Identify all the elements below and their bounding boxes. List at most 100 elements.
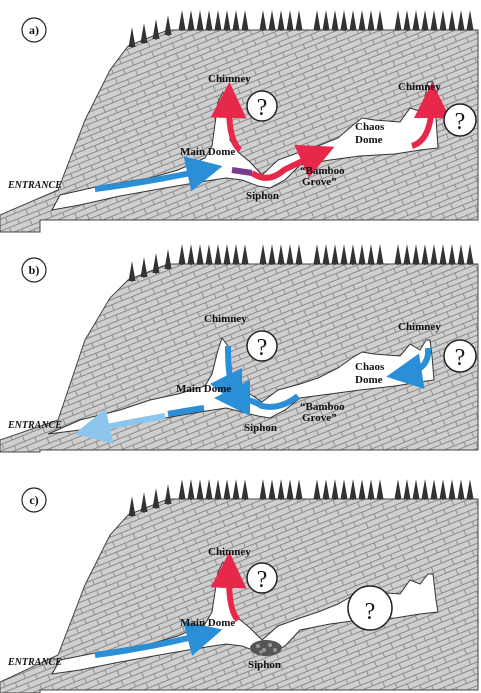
- tree-icon: [395, 244, 402, 265]
- question-mark: ?: [257, 567, 268, 593]
- tree-icon: [296, 244, 303, 265]
- tree-icon: [188, 10, 195, 31]
- tree-icon: [440, 479, 447, 500]
- tree-icon: [141, 257, 148, 278]
- chimney-label-right: Chimney: [398, 321, 441, 333]
- tree-icon: [368, 479, 375, 500]
- tree-icon: [242, 479, 249, 500]
- entrance-label: ENTRANCE: [7, 657, 62, 668]
- tree-icon: [215, 244, 222, 265]
- tree-icon: [323, 244, 330, 265]
- tree-icon: [341, 10, 348, 31]
- tree-icon: [314, 10, 321, 31]
- tree-icon: [359, 479, 366, 500]
- chaos-dome-label-1: Chaos: [355, 361, 385, 373]
- tree-icon: [377, 244, 384, 265]
- tree-icon: [179, 479, 186, 500]
- tree-icon: [242, 244, 249, 265]
- tree-icon: [224, 479, 231, 500]
- tree-icon: [215, 10, 222, 31]
- tree-icon: [449, 244, 456, 265]
- tree-icon: [431, 10, 438, 31]
- tree-icon: [440, 244, 447, 265]
- tree-icon: [467, 244, 474, 265]
- tree-icon: [141, 492, 148, 513]
- question-mark: ?: [257, 95, 268, 121]
- tree-icon: [260, 10, 267, 31]
- panel-c: ? ? c) Chimney Main Dome Siphon ENTRANCE: [0, 479, 478, 693]
- siphon-sediment: [250, 640, 282, 656]
- tree-icon: [233, 244, 240, 265]
- tree-icon: [153, 253, 160, 274]
- main-dome-label: Main Dome: [180, 617, 235, 629]
- tree-icon: [278, 10, 285, 31]
- question-mark: ?: [455, 345, 466, 371]
- tree-icon: [129, 27, 136, 48]
- tree-icon: [341, 244, 348, 265]
- tree-icon: [404, 244, 411, 265]
- tree-icon: [377, 479, 384, 500]
- tree-icon: [197, 479, 204, 500]
- main-dome-label: Main Dome: [180, 146, 235, 158]
- siphon-label: Siphon: [244, 422, 277, 434]
- tree-icon: [206, 479, 213, 500]
- tree-icon: [413, 244, 420, 265]
- chimney-label-left: Chimney: [208, 546, 251, 558]
- tree-icon: [368, 10, 375, 31]
- tree-icon: [287, 10, 294, 31]
- tree-icon: [350, 244, 357, 265]
- tree-icon: [458, 479, 465, 500]
- tree-icon: [287, 479, 294, 500]
- siphon-label: Siphon: [246, 190, 279, 202]
- tree-icon: [179, 244, 186, 265]
- tree-icon: [296, 10, 303, 31]
- tree-icon: [224, 10, 231, 31]
- tree-icon: [233, 479, 240, 500]
- tree-icon: [278, 479, 285, 500]
- tree-icon: [269, 10, 276, 31]
- tree-icon: [179, 10, 186, 31]
- panel-label: b): [29, 263, 40, 277]
- tree-icon: [323, 10, 330, 31]
- panel-label: a): [29, 23, 39, 37]
- tree-icon: [431, 244, 438, 265]
- tree-icon: [260, 244, 267, 265]
- tree-icon: [395, 10, 402, 31]
- entrance-label: ENTRANCE: [7, 420, 62, 431]
- siphon-label: Siphon: [248, 659, 281, 671]
- tree-icon: [129, 496, 136, 517]
- tree-icon: [458, 244, 465, 265]
- tree-icon: [165, 484, 172, 505]
- tree-icon: [215, 479, 222, 500]
- question-mark: ?: [257, 335, 268, 361]
- tree-icon: [341, 479, 348, 500]
- tree-icon: [413, 479, 420, 500]
- tree-icon: [449, 10, 456, 31]
- tree-icon: [153, 488, 160, 509]
- tree-icon: [458, 10, 465, 31]
- tree-icon: [395, 479, 402, 500]
- tree-icon: [359, 244, 366, 265]
- tree-icon: [278, 244, 285, 265]
- tree-icon: [350, 479, 357, 500]
- tree-icon: [233, 10, 240, 31]
- tree-icon: [350, 10, 357, 31]
- panel-a: ? ? a) Chimney Chimney Main Dome Chaos D…: [0, 10, 478, 232]
- tree-icon: [206, 10, 213, 31]
- tree-icon: [332, 244, 339, 265]
- tree-icon: [404, 479, 411, 500]
- tree-icon: [153, 19, 160, 40]
- question-mark: ?: [365, 599, 376, 625]
- tree-icon: [332, 479, 339, 500]
- tree-icon: [413, 10, 420, 31]
- tree-icon: [206, 244, 213, 265]
- chimney-label-right: Chimney: [398, 81, 441, 93]
- chaos-dome-label-2: Dome: [355, 134, 383, 146]
- tree-icon: [368, 244, 375, 265]
- tree-icon: [377, 10, 384, 31]
- chimney-label-left: Chimney: [204, 313, 247, 325]
- tree-icon: [314, 479, 321, 500]
- tree-icon: [129, 261, 136, 282]
- tree-icon: [440, 10, 447, 31]
